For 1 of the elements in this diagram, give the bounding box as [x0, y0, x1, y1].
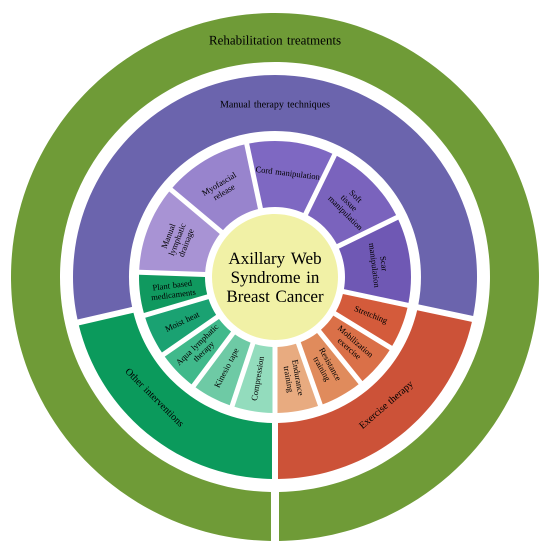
ring-segment: Plant based medicaments — [139, 274, 208, 313]
